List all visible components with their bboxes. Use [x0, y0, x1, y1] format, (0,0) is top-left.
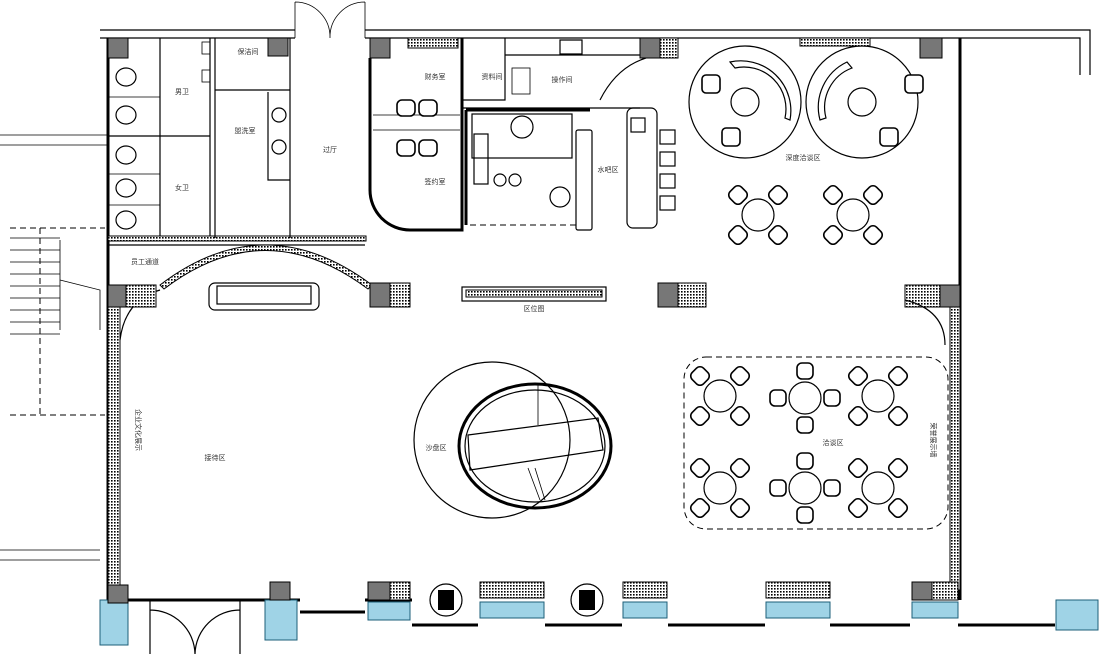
- bottom-facade: [99, 581, 1099, 654]
- toilet-fixtures: [108, 41, 211, 230]
- deep-negotiation-furniture: [688, 45, 924, 246]
- room-label-womens-toilet: 女卫: [175, 183, 189, 192]
- room-label-negotiation: 洽谈区: [823, 438, 844, 447]
- room-label-hallway: 过厅: [323, 145, 337, 154]
- room-label-water-bar: 水吧区: [598, 165, 619, 174]
- room-label-mens-toilet: 男卫: [175, 88, 189, 96]
- room-label-location-map: 区位图: [524, 304, 545, 313]
- room-label-honor-wall: 荣誉展示墙: [929, 423, 938, 458]
- toilets: [107, 38, 367, 242]
- room-label-archive: 资料间: [482, 72, 503, 81]
- room-label-culture-display: 企业文化展示: [134, 409, 143, 451]
- room-label-sand-table: 沙盘区: [426, 443, 447, 452]
- negotiation-area: [683, 356, 949, 530]
- hall-door: [294, 1, 366, 39]
- room-label-reception: 接待区: [205, 453, 226, 462]
- room-label-signing: 签约室: [425, 177, 446, 186]
- staircase: [0, 134, 108, 561]
- room-label-cleaning: 保洁间: [238, 47, 259, 56]
- water-bar-counter: [626, 107, 676, 229]
- wash-rooms: [214, 37, 291, 238]
- sand-table: [413, 361, 613, 519]
- room-label-deep-negotiation: 深度洽谈区: [786, 153, 821, 162]
- room-label-washroom: 盥洗室: [235, 126, 256, 135]
- office-rooms: [368, 37, 661, 232]
- exterior-walls: [100, 29, 1091, 600]
- arch-and-columns: [107, 244, 961, 346]
- room-label-operation: 操作间: [552, 75, 573, 84]
- room-label-staff-passage: 员工通道: [131, 257, 159, 266]
- room-label-finance: 财务室: [425, 72, 446, 81]
